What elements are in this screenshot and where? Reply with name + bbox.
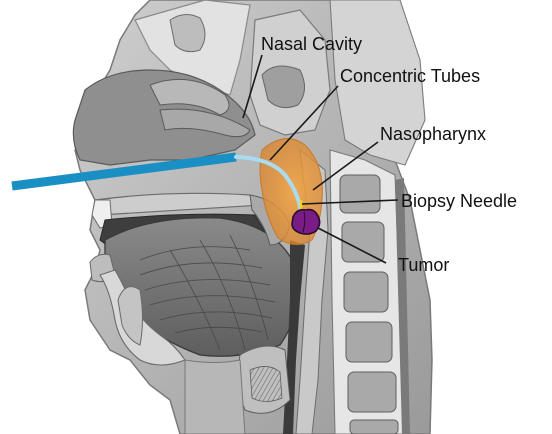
tumor	[292, 210, 320, 235]
label-nasal-cavity: Nasal Cavity	[261, 34, 362, 54]
label-concentric-tubes: Concentric Tubes	[340, 66, 480, 86]
neck-tissue	[185, 360, 245, 434]
larynx-detail	[250, 366, 282, 401]
label-biopsy-needle: Biopsy Needle	[401, 191, 517, 211]
cervical-spine	[330, 150, 410, 434]
label-tumor: Tumor	[398, 255, 449, 275]
label-nasopharynx: Nasopharynx	[380, 124, 486, 144]
